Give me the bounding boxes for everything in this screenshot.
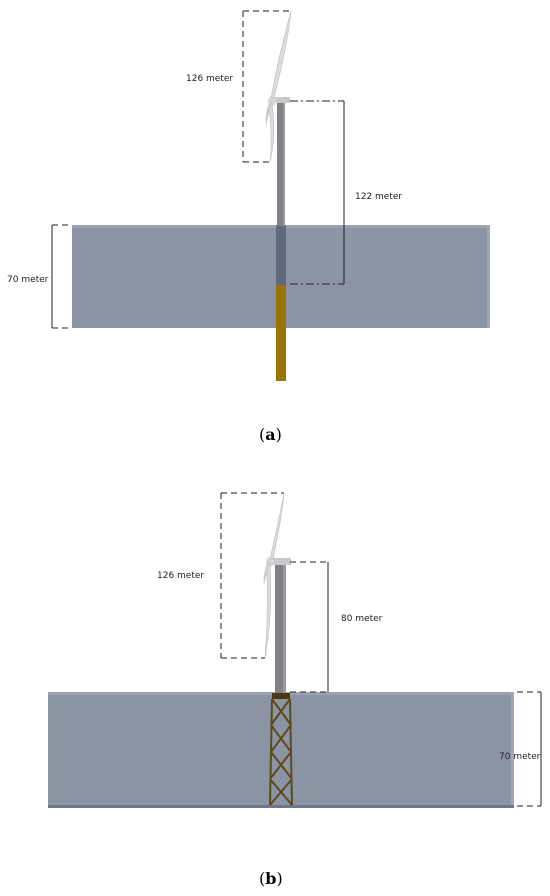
water-depth-label-a: 70 meter (7, 275, 49, 285)
water-depth-label-b: 70 meter (499, 752, 541, 762)
water-side-edge-b (511, 692, 514, 808)
rotor-blade-lower-b (264, 564, 271, 659)
water-depth-dimension-b (517, 691, 542, 807)
caption-a: (a) (259, 425, 282, 444)
panel-b: 126 meter 80 meter 70 meter (b) (48, 492, 542, 888)
hub-height-label-a: 122 meter (355, 192, 402, 202)
rotor-blade-side-a (265, 100, 273, 126)
hub-height-dimension-a (290, 100, 345, 285)
water-depth-dimension-a (51, 224, 72, 329)
rotor-diameter-label-b: 126 meter (157, 571, 204, 581)
rotor-diameter-dimension-a (242, 10, 291, 163)
rotor-blade-lower-a (268, 103, 274, 163)
seabed-line-b (48, 805, 514, 808)
monopile-foundation (276, 283, 286, 381)
rotor-blade-upper-a (270, 10, 292, 99)
submerged-tower-a (276, 225, 286, 285)
nacelle-b (269, 558, 291, 565)
rotor-blade-upper-b (269, 492, 285, 560)
rotor-diameter-label-a: 126 meter (186, 74, 233, 84)
caption-b: (b) (259, 869, 283, 888)
panel-a: 126 meter 122 meter 70 meter (a) (7, 10, 490, 444)
tower-b (275, 562, 286, 693)
rotor-blade-side-b (263, 561, 271, 586)
rotor-diameter-dimension-b (220, 492, 284, 659)
water-side-edge-a (487, 225, 490, 328)
hub-height-dimension-b (290, 561, 329, 693)
tower-a (277, 100, 285, 226)
nacelle-a (270, 97, 290, 103)
hub-height-label-b: 80 meter (341, 614, 383, 624)
jacket-foundation (269, 693, 293, 806)
